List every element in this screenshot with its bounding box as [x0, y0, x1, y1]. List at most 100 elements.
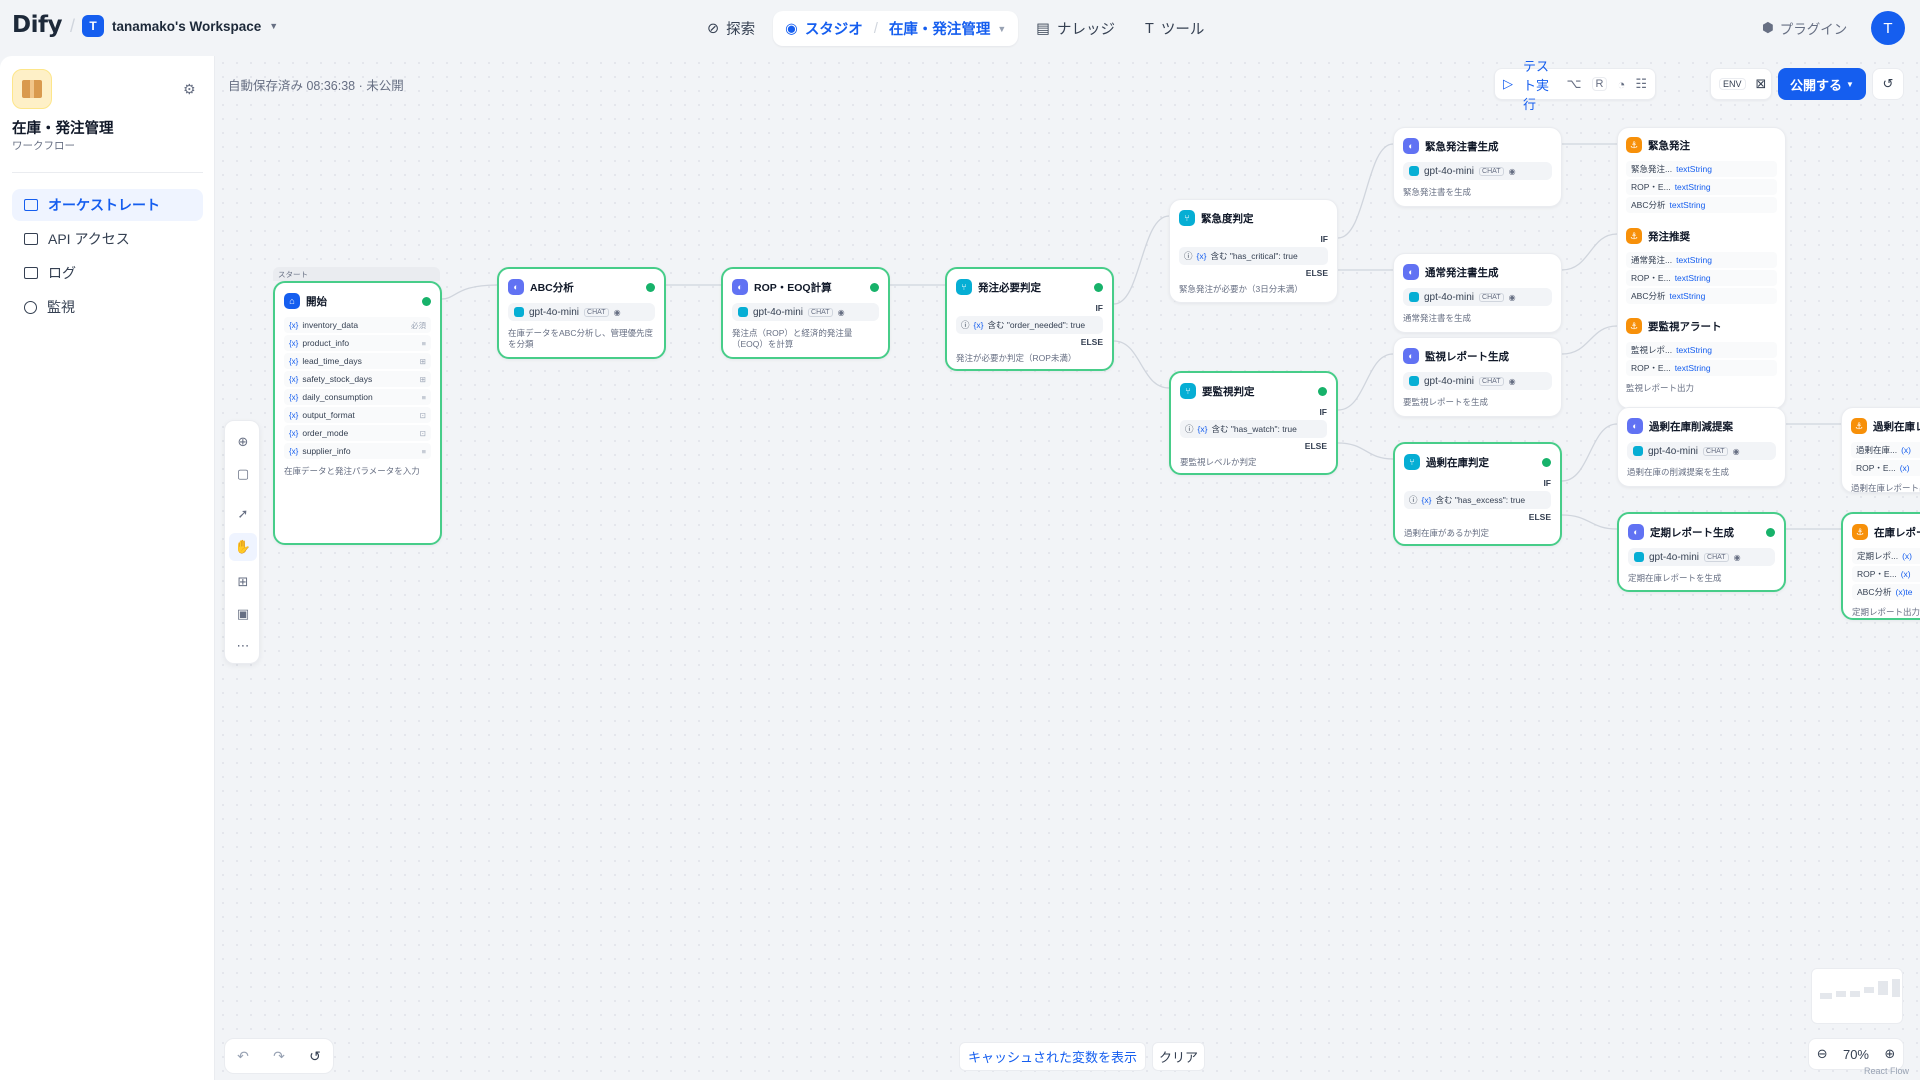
breadcrumb-current-app[interactable]: 在庫・発注管理 — [888, 22, 991, 38]
redo-icon[interactable]: ↷ — [273, 1047, 285, 1064]
node-excess-out[interactable]: ⚓過剰在庫レ 過剰在庫...(x) ROP・E...(x) 過剰在庫レポート出 — [1841, 407, 1920, 493]
pointer-icon[interactable]: ➚ — [237, 506, 249, 521]
eye-icon: ◉ — [837, 307, 845, 317]
node-watch-alert[interactable]: ⚓要監視アラート 監視レポ...textString ROP・E...textS… — [1626, 316, 1777, 394]
checklist-history-icon[interactable]: ◔ — [1617, 76, 1626, 92]
node-order-need[interactable]: ⑂発注必要判定 IF ⓘ{x}含む "order_needed": true E… — [945, 267, 1114, 371]
start-var-row: {x}order_mode⊡ — [284, 425, 431, 441]
edge-normalgen-recommend — [1561, 233, 1618, 271]
sidebar-item-orchestrate[interactable]: オーケストレート — [12, 189, 203, 221]
output-var: ROP・E... — [1857, 569, 1897, 579]
workflow-canvas[interactable]: 自動保存済み 08:36:38 · 未公開 ▷ テスト実行 ⌥ R ◔ ☷ EN… — [216, 56, 1920, 1080]
output-var: ROP・E... — [1631, 273, 1671, 283]
workspace-switcher[interactable]: T tanamako's Workspace ▼ — [82, 15, 278, 37]
output-var: 過剰在庫... — [1856, 445, 1898, 455]
llm-icon: ◐ — [1627, 418, 1643, 434]
env-button[interactable]: ENV — [1719, 78, 1746, 90]
output-var: ABC分析 — [1857, 587, 1892, 597]
sidebar-item-api[interactable]: API アクセス — [12, 223, 203, 255]
export-image-icon[interactable]: ▣ — [236, 606, 250, 621]
output-var: ROP・E... — [1856, 463, 1896, 473]
node-desc: 定期レポート出力 — [1852, 607, 1920, 617]
test-run-button[interactable]: テスト実行 — [1523, 58, 1550, 112]
openai-icon — [1409, 166, 1419, 176]
undo-icon[interactable]: ↶ — [237, 1047, 249, 1064]
sliders-icon[interactable]: ⚙ — [183, 81, 196, 97]
zoom-in-icon[interactable]: ⊕ — [1884, 1046, 1896, 1061]
more-icon[interactable]: ⋯ — [236, 638, 250, 653]
add-node-icon[interactable]: ⊕ — [237, 434, 249, 449]
node-desc: 在庫データと発注パラメータを入力 — [284, 466, 420, 476]
zoom-level[interactable]: 70% — [1842, 1046, 1869, 1062]
sidebar-divider — [12, 172, 203, 173]
node-urgency[interactable]: ⑂緊急度判定 IF ⓘ{x}含む "has_critical": true EL… — [1169, 199, 1338, 303]
node-desc: 緊急発注が必要か（3日分未満） — [1179, 284, 1303, 294]
history-button[interactable]: ↺ — [1872, 68, 1904, 100]
model-name: gpt-4o-mini — [1424, 375, 1475, 387]
show-cached-vars-button[interactable]: キャッシュされた変数を表示 — [959, 1041, 1147, 1071]
node-urgent-out[interactable]: ⚓緊急発注 緊急発注...textString ROP・E...textStri… — [1626, 135, 1777, 215]
canvas-tools: ⊕ ▢ ➚ ✋ ⊞ ▣ ⋯ — [224, 420, 260, 664]
model-name: gpt-4o-mini — [529, 306, 580, 318]
shortcut-r: R — [1591, 77, 1608, 91]
node-recommend-out[interactable]: ⚓発注推奨 通常発注...textString ROP・E...textStri… — [1626, 226, 1777, 306]
hand-icon[interactable]: ✋ — [229, 533, 257, 561]
required-badge: 必須 — [411, 320, 426, 330]
publish-button[interactable]: 公開する ▼ — [1778, 68, 1866, 100]
nav-studio[interactable]: ◉ スタジオ / 在庫・発注管理 ▼ — [773, 11, 1019, 46]
chat-tag: CHAT — [1703, 446, 1728, 456]
dify-logo[interactable]: Dify — [12, 12, 62, 38]
nav-studio-label: スタジオ — [804, 22, 863, 38]
chat-tag: CHAT — [1479, 376, 1504, 386]
sidebar-item-logs[interactable]: ログ — [12, 257, 203, 289]
sidebar-menu: オーケストレート API アクセス ログ 監視 — [12, 189, 203, 325]
model-name: gpt-4o-mini — [1649, 551, 1700, 563]
llm-icon: ◐ — [508, 279, 524, 295]
version-history-icon[interactable]: ↺ — [309, 1047, 321, 1064]
book-icon: ▤ — [1036, 20, 1050, 37]
node-title: 緊急発注書生成 — [1425, 140, 1499, 153]
user-avatar[interactable]: T — [1871, 11, 1905, 45]
output-row: 通常発注...textString — [1626, 252, 1777, 268]
node-title: 監視レポート生成 — [1425, 350, 1509, 363]
output-type: (x)te — [1895, 587, 1913, 597]
conversation-var-icon[interactable]: ⊠ — [1755, 76, 1767, 91]
node-excess[interactable]: ⑂過剰在庫判定 IF ⓘ{x}含む "has_excess": true ELS… — [1393, 442, 1562, 546]
text-type-icon: ≡ — [421, 446, 426, 456]
sidebar-item-label: API アクセス — [48, 231, 130, 247]
organize-blocks-icon[interactable]: ⊞ — [237, 574, 249, 589]
end-icon: ⚓ — [1626, 137, 1642, 153]
node-title: 要監視アラート — [1648, 320, 1722, 333]
output-row: ABC分析(x)te — [1852, 584, 1920, 600]
nav-knowledge[interactable]: ▤ ナレッジ — [1024, 11, 1127, 46]
sidebar-item-monitor[interactable]: 監視 — [12, 291, 203, 323]
clear-cache-button[interactable]: クリア — [1152, 1041, 1206, 1071]
success-check-icon — [646, 282, 655, 292]
plugin-label: プラグイン — [1779, 22, 1848, 37]
sidebar-item-label: オーケストレート — [48, 197, 160, 213]
eye-icon: ◉ — [1733, 552, 1741, 562]
nav-tools[interactable]: T ツール — [1133, 11, 1216, 46]
node-watch[interactable]: ⑂要監視判定 IF ⓘ{x}含む "has_watch": true ELSE … — [1169, 371, 1338, 475]
minimap[interactable] — [1811, 968, 1903, 1024]
zoom-out-icon[interactable]: ⊖ — [1816, 1046, 1828, 1061]
branch-icon: ⑂ — [1404, 454, 1420, 470]
output-type: textString — [1669, 200, 1706, 210]
checklist-icon[interactable]: ☷ — [1635, 76, 1647, 91]
app-type: ワークフロー — [12, 140, 75, 152]
branch-icon: ⑂ — [1180, 383, 1196, 399]
node-stock-out[interactable]: ⚓在庫レポー 定期レポ...(x) ROP・E...(x) ABC分析(x)te… — [1841, 512, 1920, 620]
nav-explore[interactable]: ⊘ 探索 — [695, 11, 767, 46]
plugin-button[interactable]: ⬢ プラグイン — [1762, 18, 1847, 38]
add-note-icon[interactable]: ▢ — [236, 466, 250, 481]
